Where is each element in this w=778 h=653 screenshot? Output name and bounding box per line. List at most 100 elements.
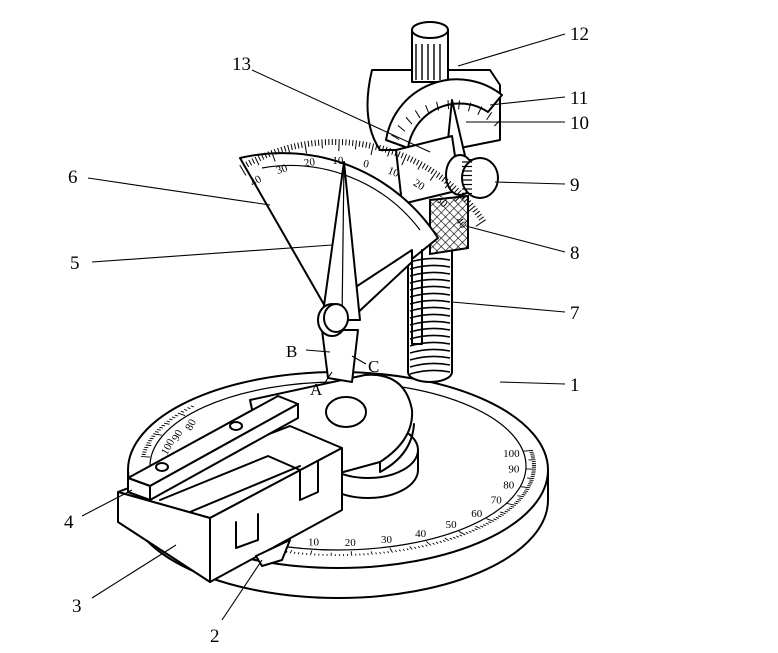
thread-line bbox=[409, 271, 451, 277]
protractor-tick bbox=[307, 140, 310, 147]
protractor-tick bbox=[260, 153, 265, 160]
protractor-tick bbox=[415, 159, 420, 166]
protractor-tick bbox=[476, 213, 483, 218]
protractor-tick bbox=[454, 192, 465, 202]
thread-line bbox=[409, 306, 451, 312]
protractor-tick bbox=[239, 164, 247, 176]
base-tick bbox=[425, 541, 432, 546]
base-tick bbox=[521, 493, 526, 496]
base-tick bbox=[394, 549, 397, 553]
protractor-tick bbox=[370, 143, 375, 156]
base-scale-label: 80 bbox=[503, 479, 515, 491]
small-scale-tick bbox=[436, 101, 440, 111]
leader-lines bbox=[81, 33, 566, 621]
protractor-tick bbox=[478, 216, 485, 221]
pointer-blade bbox=[317, 161, 361, 383]
callout-3: 3 bbox=[72, 596, 82, 617]
callout-1: 1 bbox=[570, 375, 580, 396]
base-tick bbox=[293, 551, 296, 554]
protractor-tick bbox=[248, 159, 253, 166]
small-scale-tick bbox=[486, 112, 493, 121]
base-tick bbox=[383, 551, 385, 554]
base-tick bbox=[180, 410, 185, 413]
base-tick bbox=[522, 492, 527, 494]
protractor-tick bbox=[435, 172, 441, 178]
protractor-tick bbox=[438, 174, 444, 180]
protractor-tick bbox=[287, 144, 291, 154]
small-scale-ticks bbox=[391, 100, 501, 140]
base-tick bbox=[367, 552, 369, 556]
base-tick bbox=[190, 405, 195, 408]
small-scale-tick bbox=[414, 110, 421, 119]
base-tick bbox=[488, 521, 492, 524]
base-tick bbox=[480, 525, 484, 528]
protractor-tick bbox=[290, 144, 293, 151]
protractor-scale-label: 30 bbox=[275, 162, 290, 177]
protractor-tick bbox=[277, 147, 280, 154]
base-tick bbox=[493, 518, 497, 521]
protractor-tick bbox=[280, 146, 284, 153]
base-scale-label: 60 bbox=[471, 508, 483, 520]
base-tick bbox=[363, 553, 365, 556]
callout-13: 13 bbox=[232, 54, 251, 75]
protractor-tick bbox=[391, 148, 395, 155]
thread-line bbox=[409, 355, 451, 361]
protractor-tick bbox=[417, 161, 423, 170]
protractor-tick bbox=[475, 219, 486, 227]
base-tick bbox=[301, 552, 304, 555]
base-tick bbox=[518, 497, 523, 499]
callout-5: 5 bbox=[70, 253, 80, 274]
screw-thread bbox=[415, 44, 441, 80]
thread-line bbox=[409, 257, 451, 263]
base-tick bbox=[517, 495, 525, 498]
protractor-tick bbox=[317, 139, 320, 146]
thread-line bbox=[409, 362, 451, 368]
point-b-label: B bbox=[286, 342, 297, 361]
protractor-tick bbox=[293, 143, 297, 150]
protractor-tick bbox=[245, 161, 250, 168]
callout-7: 7 bbox=[570, 303, 580, 324]
knob-ridges bbox=[462, 161, 472, 195]
small-scale-tick bbox=[391, 134, 400, 140]
base-tick bbox=[379, 551, 381, 555]
base-scale-label: 90 bbox=[508, 464, 520, 476]
base-tick bbox=[471, 529, 475, 532]
base-tick bbox=[148, 439, 153, 442]
base-tick bbox=[449, 537, 453, 540]
base-tick bbox=[468, 530, 472, 533]
base-tick bbox=[452, 536, 456, 539]
callout-12: 12 bbox=[570, 24, 589, 45]
protractor-tick bbox=[461, 195, 467, 200]
protractor-tick bbox=[444, 180, 452, 189]
base-tick bbox=[442, 539, 446, 543]
protractor-tick bbox=[394, 149, 398, 156]
protractor-tick bbox=[412, 158, 417, 165]
protractor-tick bbox=[381, 145, 385, 152]
base-tick bbox=[517, 499, 522, 501]
thread-line bbox=[409, 334, 451, 340]
base-tick bbox=[506, 502, 517, 506]
thread-line bbox=[409, 292, 451, 298]
protractor-tick bbox=[378, 144, 381, 151]
base-tick bbox=[145, 444, 152, 447]
base-tick bbox=[289, 549, 293, 554]
protractor-tick bbox=[273, 148, 277, 155]
base-scale-label: 100 bbox=[503, 448, 520, 460]
base-tick bbox=[350, 551, 353, 556]
protractor-tick bbox=[251, 158, 256, 165]
protractor-tick bbox=[409, 156, 414, 163]
base-tick bbox=[370, 551, 373, 555]
protractor-tick bbox=[242, 163, 247, 169]
base-tick bbox=[520, 486, 531, 489]
base-tick bbox=[499, 511, 507, 515]
base-tick bbox=[439, 540, 443, 544]
base-tick bbox=[166, 420, 171, 423]
protractor-tick bbox=[358, 140, 361, 147]
small-scale-tick bbox=[425, 104, 430, 114]
protractor-tick bbox=[375, 144, 378, 151]
base-tick bbox=[174, 414, 179, 417]
clamp-bar bbox=[127, 395, 299, 501]
base-scale-label: 50 bbox=[446, 519, 458, 531]
base-tick bbox=[177, 412, 186, 416]
protractor-tick bbox=[361, 141, 364, 148]
